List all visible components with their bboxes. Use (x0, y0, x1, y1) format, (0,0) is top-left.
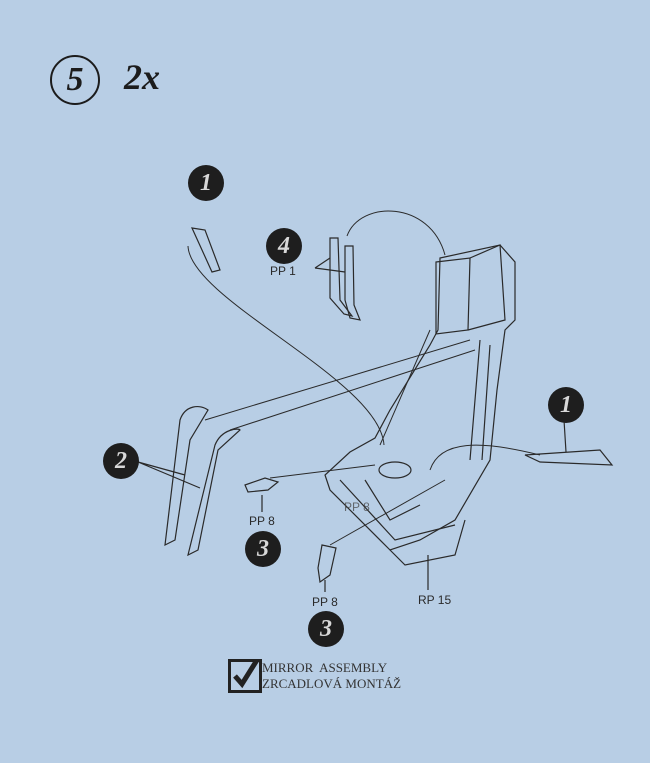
seat-part-label: RP 15 (418, 593, 452, 607)
part-pp8-a (244, 477, 280, 493)
callout-badge: 3 (245, 531, 281, 567)
belt-part-1 (190, 227, 221, 273)
arrow-harness-a (204, 339, 471, 421)
part-pp8-b (317, 544, 337, 584)
mirror-assembly-note: MIRROR ASSEMBLY ZRCADLOVÁ MONTÁŽ (262, 660, 401, 692)
part-pp1-a (329, 237, 354, 317)
callout-badge: 1 (548, 387, 584, 423)
callout-badge: 1 (188, 165, 224, 201)
ejection-seat (324, 244, 516, 566)
callout-badge: 4 (266, 228, 302, 264)
callout-badge: 2 (103, 443, 139, 479)
arrow-belt-1 (187, 245, 385, 446)
harness-a (164, 405, 209, 547)
checkbox-icon (228, 659, 262, 693)
belt-part-1-right (524, 449, 614, 466)
arrow-headrest (346, 210, 446, 256)
note-line-2: ZRCADLOVÁ MONTÁŽ (262, 676, 402, 691)
step-quantity: 2x (124, 57, 160, 97)
seat-inner-label: PP 8 (344, 500, 370, 514)
step-number: 5 (50, 55, 100, 105)
part-label: PP 8 (249, 514, 275, 528)
part-pp1-b (344, 245, 361, 321)
note-line-1: MIRROR ASSEMBLY (262, 660, 388, 675)
callout-badge: 3 (308, 611, 344, 647)
part-label: PP 8 (312, 595, 338, 609)
harness-b (187, 428, 241, 557)
part-label: PP 1 (270, 264, 296, 278)
